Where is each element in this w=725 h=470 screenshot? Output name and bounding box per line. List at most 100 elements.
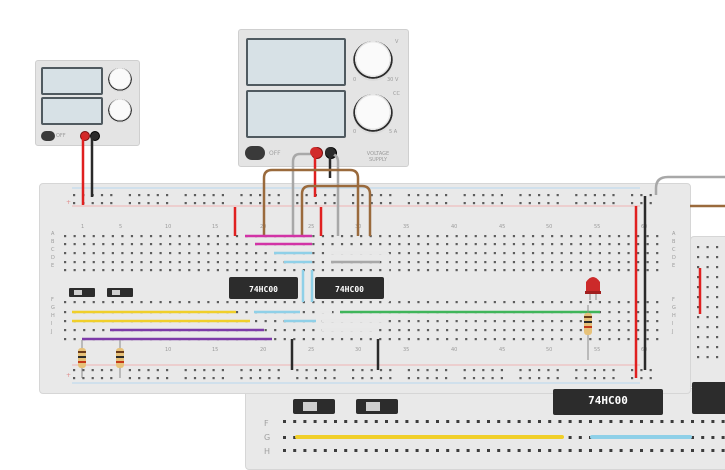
breadboard-hole[interactable] [598, 261, 601, 264]
breadboard-hole[interactable] [340, 269, 344, 272]
breadboard-hole[interactable] [321, 235, 325, 238]
breadboard-hole[interactable] [73, 243, 76, 246]
breadboard-hole[interactable] [389, 202, 392, 205]
breadboard-hole[interactable] [551, 261, 554, 264]
breadboard-hole[interactable] [426, 377, 429, 380]
breadboard-hole[interactable] [128, 377, 131, 380]
breadboard-hole[interactable] [370, 377, 373, 380]
breadboard-hole[interactable] [484, 252, 487, 255]
breadboard-hole[interactable] [579, 269, 582, 272]
breadboard-hole[interactable] [264, 269, 267, 272]
breadboard-hole[interactable] [463, 194, 466, 197]
breadboard-hole[interactable] [493, 269, 496, 272]
breadboard-hole[interactable] [321, 261, 325, 264]
breadboard-hole[interactable] [701, 449, 705, 452]
breadboard-hole[interactable] [293, 269, 296, 272]
breadboard-hole[interactable] [503, 252, 506, 255]
breadboard-hole[interactable] [649, 369, 652, 372]
breadboard-hole[interactable] [575, 194, 578, 197]
breadboard-hole[interactable] [361, 377, 364, 380]
breadboard-hole[interactable] [128, 202, 131, 205]
breadboard-hole[interactable] [221, 377, 224, 380]
breadboard-hole[interactable] [166, 377, 169, 380]
breadboard-hole[interactable] [388, 269, 391, 272]
breadboard-hole[interactable] [264, 301, 267, 304]
breadboard-hole[interactable] [637, 261, 640, 264]
breadboard-hole[interactable] [593, 194, 596, 197]
breadboard-hole[interactable] [646, 329, 649, 332]
breadboard-hole[interactable] [313, 420, 317, 423]
breadboard-hole[interactable] [519, 202, 522, 205]
breadboard-hole[interactable] [255, 269, 258, 272]
breadboard-hole[interactable] [617, 261, 621, 264]
breadboard-hole[interactable] [73, 377, 76, 380]
breadboard-hole[interactable] [138, 369, 141, 372]
breadboard-hole[interactable] [627, 269, 630, 272]
breadboard-hole[interactable] [608, 301, 611, 304]
breadboard-hole[interactable] [407, 202, 410, 205]
breadboard-hole[interactable] [407, 320, 410, 323]
breadboard-hole[interactable] [379, 202, 383, 205]
ic-chip-74hc00-1[interactable]: 74HC00 [229, 277, 298, 299]
breadboard-hole[interactable] [538, 194, 541, 197]
breadboard-hole[interactable] [487, 420, 490, 423]
breadboard-hole[interactable] [178, 252, 181, 255]
breadboard-hole[interactable] [474, 269, 477, 272]
breadboard-hole[interactable] [551, 269, 554, 272]
breadboard-hole[interactable] [579, 235, 582, 238]
breadboard-hole[interactable] [302, 311, 305, 314]
breadboard-hole[interactable] [697, 296, 700, 299]
breadboard-hole[interactable] [570, 320, 573, 323]
breadboard-hole[interactable] [188, 252, 191, 255]
breadboard-hole[interactable] [156, 377, 159, 380]
breadboard-hole[interactable] [184, 194, 187, 197]
breadboard-hole[interactable] [417, 269, 420, 272]
breadboard-hole[interactable] [255, 261, 258, 264]
breadboard-hole[interactable] [589, 252, 592, 255]
breadboard-hole[interactable] [100, 202, 104, 205]
breadboard-hole[interactable] [716, 266, 719, 269]
breadboard-hole[interactable] [706, 246, 709, 249]
breadboard-hole[interactable] [445, 202, 448, 205]
breadboard-hole[interactable] [656, 301, 659, 304]
breadboard-hole[interactable] [92, 269, 95, 272]
breadboard-hole[interactable] [598, 252, 601, 255]
breadboard-hole[interactable] [415, 449, 419, 452]
breadboard-hole[interactable] [541, 243, 544, 246]
breadboard-hole[interactable] [207, 269, 210, 272]
breadboard-hole[interactable] [455, 338, 458, 341]
breadboard-hole[interactable] [293, 329, 296, 332]
breadboard-hole[interactable] [446, 269, 449, 272]
breadboard-hole[interactable] [296, 369, 299, 372]
breadboard-hole[interactable] [166, 369, 169, 372]
breadboard-hole[interactable] [138, 202, 141, 205]
breadboard-hole[interactable] [407, 329, 410, 332]
breadboard-hole[interactable] [398, 301, 401, 304]
breadboard-hole[interactable] [283, 301, 286, 304]
breadboard-hole[interactable] [656, 329, 659, 332]
breadboard-hole[interactable] [110, 194, 113, 197]
breadboard-hole[interactable] [283, 420, 286, 423]
breadboard-hole[interactable] [522, 252, 525, 255]
breadboard-hole[interactable] [331, 243, 334, 246]
breadboard-hole[interactable] [138, 194, 141, 197]
breadboard-hole[interactable] [149, 261, 153, 264]
breadboard-hole[interactable] [259, 194, 262, 197]
breadboard-hole[interactable] [656, 235, 659, 238]
breadboard-hole[interactable] [522, 338, 525, 341]
breadboard-hole[interactable] [522, 301, 525, 304]
breadboard-hole[interactable] [130, 269, 134, 272]
breadboard-hole[interactable] [426, 329, 430, 332]
breadboard-hole[interactable] [656, 243, 659, 246]
breadboard-hole[interactable] [216, 235, 219, 238]
breadboard-hole[interactable] [169, 301, 172, 304]
breadboard-hole[interactable] [541, 338, 544, 341]
breadboard-hole[interactable] [340, 338, 344, 341]
breadboard-hole[interactable] [216, 261, 219, 264]
breadboard-hole[interactable] [83, 252, 86, 255]
breadboard-hole[interactable] [226, 252, 229, 255]
breadboard-hole[interactable] [627, 329, 630, 332]
breadboard-hole[interactable] [484, 320, 487, 323]
breadboard-hole[interactable] [83, 269, 86, 272]
breadboard-hole[interactable] [156, 194, 159, 197]
